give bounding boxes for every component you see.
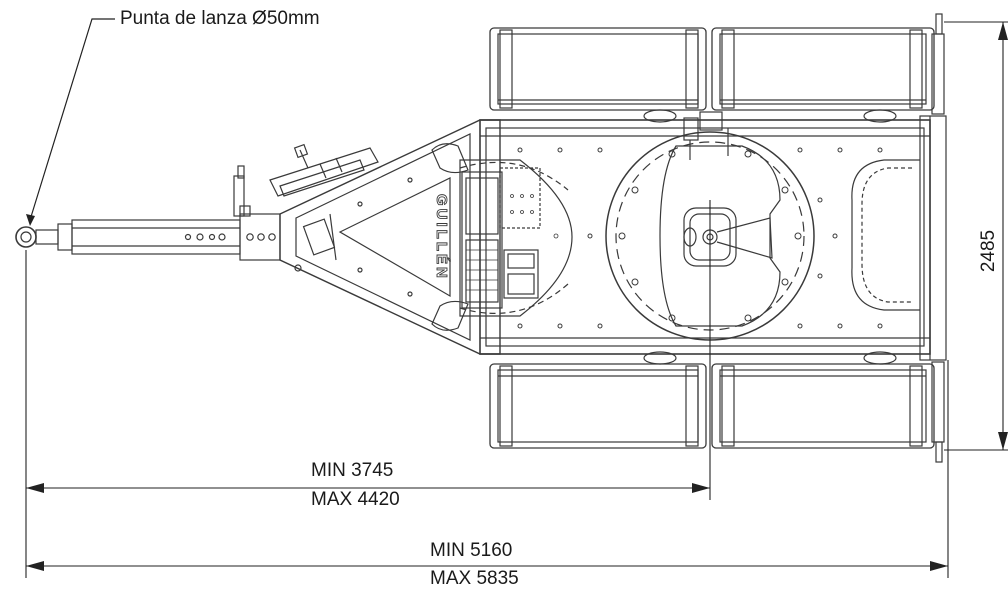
wheelbase-min-label: MIN 3745 <box>311 460 394 481</box>
axle-hubs <box>643 13 945 463</box>
lance-tip-label: Punta de lanza Ø50mm <box>120 8 320 29</box>
wheel-rear-bottom <box>711 363 935 449</box>
wheel-front-bottom <box>489 363 707 449</box>
length-min-label: MIN 5160 <box>430 540 513 561</box>
a-frame <box>279 119 501 355</box>
width-dimension-label: 2485 <box>978 229 1000 273</box>
front-cabinet <box>459 159 573 317</box>
lance-tip-leader <box>26 18 115 226</box>
support-jack <box>269 143 379 197</box>
chassis <box>479 115 947 361</box>
wheel-front-top <box>489 27 707 111</box>
dimension-lines <box>25 21 1008 578</box>
length-max-label: MAX 5835 <box>430 568 519 589</box>
brand-lettering: GUILLÉN <box>433 194 450 281</box>
wheel-rear-top <box>711 27 935 111</box>
tow-lance <box>15 165 281 261</box>
wheelbase-max-label: MAX 4420 <box>311 489 400 510</box>
